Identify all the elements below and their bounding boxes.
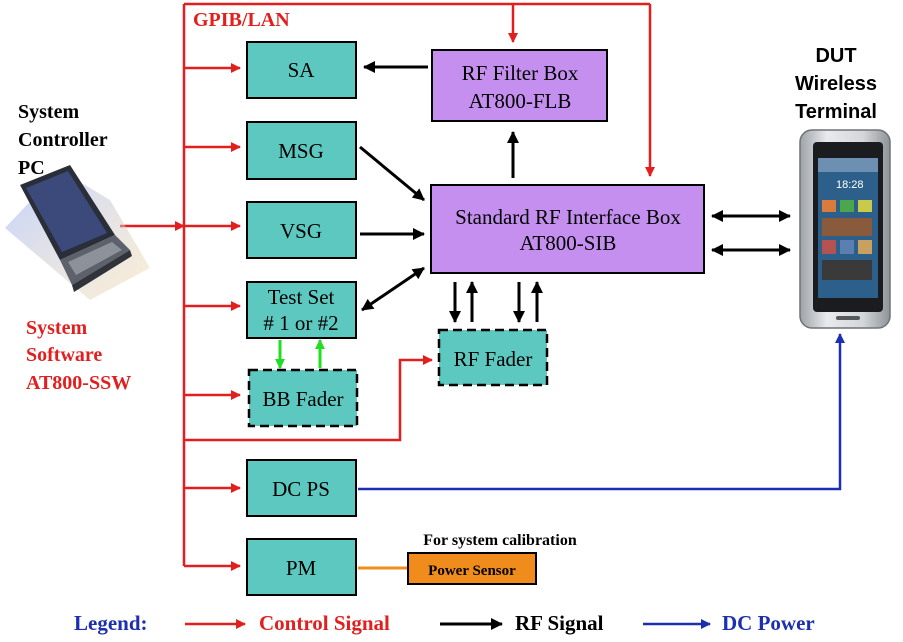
pm-label: PM (286, 556, 317, 580)
vsg-box: VSG (246, 201, 357, 259)
control-bus (120, 2, 655, 571)
phone-icon: 18:28 (799, 129, 891, 329)
test-set-label-line1: Test Set (268, 285, 335, 309)
rf-fader-label: RF Fader (454, 347, 533, 371)
legend-title: Legend: (74, 611, 148, 635)
bus-label: GPIB/LAN (193, 9, 290, 31)
dut-label-line1: DUT (815, 45, 856, 67)
bb-fader-label: BB Fader (262, 387, 343, 411)
msg-box: MSG (246, 121, 357, 180)
rf-interface-label-line1: Standard RF Interface Box (455, 205, 681, 229)
vsg-label: VSG (280, 219, 322, 243)
dc-power-line (358, 333, 845, 491)
legend-control-label: Control Signal (259, 611, 390, 635)
rf-filter-label-line2: AT800-FLB (469, 89, 572, 113)
power-sensor-label: Power Sensor (428, 563, 516, 579)
software-label-line2: Software (26, 344, 102, 366)
rf-filter-label-line1: RF Filter Box (462, 61, 579, 85)
rf-interface-label-line2: AT800-SIB (520, 231, 617, 255)
calibration-note: For system calibration (423, 532, 577, 549)
software-label: System Software AT800-SSW (26, 317, 131, 394)
dut-label-line2: Wireless (795, 73, 877, 95)
legend-rf-label: RF Signal (515, 611, 604, 635)
dc-ps-label: DC PS (272, 477, 330, 501)
test-set-label-line2: # 1 or #2 (263, 311, 338, 335)
phone-clock: 18:28 (836, 179, 864, 191)
sa-box: SA (246, 41, 357, 99)
software-label-line3: AT800-SSW (26, 372, 131, 394)
controller-label-line2: Controller (18, 129, 108, 151)
laptop-icon (5, 165, 150, 300)
bb-fader-links (275, 339, 325, 369)
legend: Legend: Control Signal RF Signal DC Powe… (74, 611, 815, 635)
legend-dc-label: DC Power (722, 611, 815, 635)
controller-label: System Controller PC (18, 101, 108, 179)
controller-label-line3: PC (18, 157, 45, 179)
bb-fader-box: BB Fader (247, 368, 359, 428)
controller-label-line1: System (18, 101, 79, 123)
software-label-line1: System (26, 317, 87, 339)
rf-interface-box: Standard RF Interface Box AT800-SIB (430, 184, 705, 274)
test-set-box: Test Set # 1 or #2 (246, 281, 357, 339)
pm-box: PM (246, 538, 357, 596)
dc-ps-box: DC PS (246, 459, 357, 517)
rf-filter-box: RF Filter Box AT800-FLB (431, 49, 608, 122)
msg-label: MSG (278, 139, 324, 163)
dut-label-line3: Terminal (795, 101, 877, 123)
rf-signal-arrows (359, 61, 791, 323)
rf-fader-box: RF Fader (437, 328, 549, 387)
sa-label: SA (288, 58, 316, 82)
power-sensor-box: Power Sensor (407, 552, 537, 585)
dut-label: DUT Wireless Terminal (795, 45, 877, 123)
